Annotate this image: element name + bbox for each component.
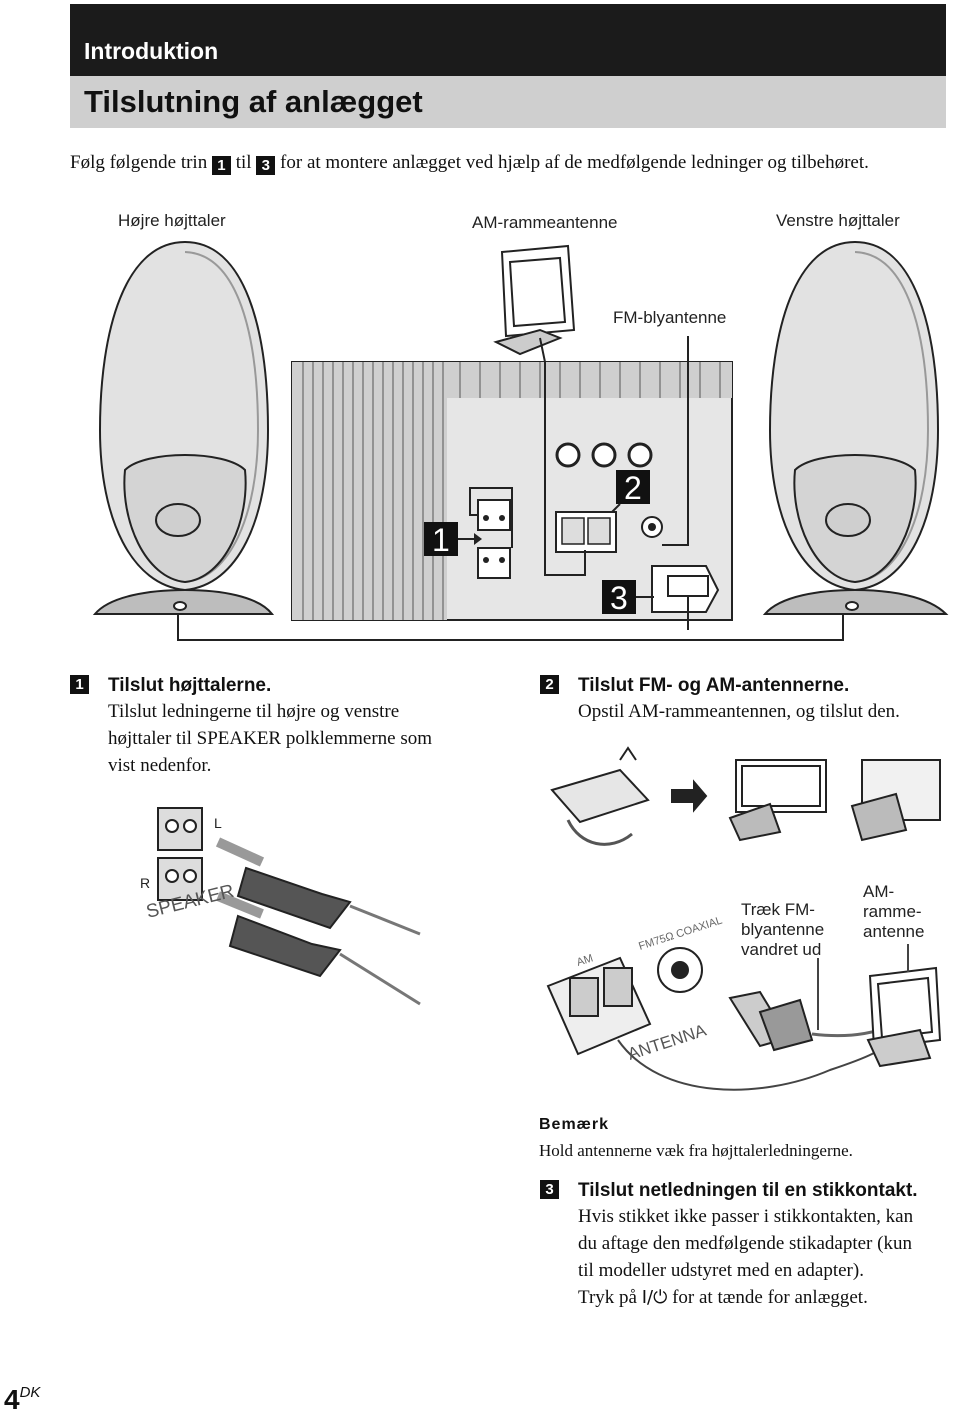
intro-paragraph: Følg følgende trin 1 til 3 for at monter… (70, 150, 930, 175)
step-3-last-post: for at tænde for anlægget. (672, 1287, 868, 1308)
fm-instruction: Træk FM- blyantenne vandret ud (741, 900, 824, 960)
step-3-line-4: Tryk på I/⏻ for at tænde for anlægget. (578, 1284, 958, 1311)
svg-text:3: 3 (610, 580, 628, 616)
step-1-line-1: Tilslut ledningerne til højre og venstre (108, 701, 400, 722)
step-1-line-3: vist nedenfor. (108, 755, 212, 776)
label-left-speaker: Venstre højttaler (776, 211, 900, 230)
step-1-line-2: højttaler til SPEAKER polklemmerne som (108, 728, 433, 749)
step-3-last-pre: Tryk på (578, 1287, 637, 1308)
step-3-title: Tilslut netledningen til en stikkontakt. (578, 1180, 918, 1201)
speaker-cable (177, 614, 844, 641)
step-2-number: 2 (540, 675, 559, 694)
am-instruction-line-1: AM- (863, 882, 895, 901)
step-3-number: 3 (540, 1180, 559, 1199)
label-right-speaker: Højre højttaler (118, 211, 226, 230)
intro-step-from: 1 (211, 156, 231, 175)
speaker-label: SPEAKER (144, 881, 236, 923)
page-language-suffix: DK (19, 1384, 41, 1401)
am-instruction-line-2: ramme- (863, 902, 922, 921)
callout-2: 2 (611, 470, 650, 513)
page-number-value: 4 (4, 1384, 20, 1415)
right-speaker-illustration (92, 240, 275, 615)
page-number: 4DK (4, 1384, 40, 1416)
svg-text:2: 2 (624, 470, 642, 506)
left-speaker-illustration (762, 240, 949, 615)
main-unit-back (291, 361, 733, 621)
step-3-line-2: du aftage den medfølgende stikadapter (k… (578, 1233, 912, 1254)
speaker-terminal-detail: L R (140, 807, 421, 1006)
svg-text:R: R (140, 875, 150, 891)
step-2: 2 Tilslut FM- og AM-antennerne. Opstil A… (540, 674, 958, 725)
step-2-line-1: Opstil AM-rammeantennen, og tilslut den. (578, 701, 900, 722)
callout-1: 1 (424, 522, 482, 558)
step-1-title: Tilslut højttalerne. (108, 675, 272, 696)
power-icon: I/⏻ (641, 1287, 668, 1308)
antenna-terminal-detail (546, 944, 942, 1091)
step-3: 3 Tilslut netledningen til en stikkontak… (540, 1179, 958, 1311)
step-3-line-3: til modeller udstyret med en adapter). (578, 1260, 864, 1281)
am-antenna-setup (550, 746, 941, 846)
fm-instruction-line-3: vandret ud (741, 940, 822, 959)
am-instruction-line-3: antenne (863, 922, 925, 941)
am-jack-label: AM (575, 952, 594, 969)
page-title: Tilslutning af anlægget (84, 84, 423, 119)
title-bar: Tilslutning af anlægget (70, 76, 946, 128)
fm-jack-label: FM75Ω COAXIAL (637, 915, 724, 953)
intro-text-2: til (235, 152, 252, 173)
label-fm-antenna: FM-blyantenne (613, 308, 727, 327)
step-1-number: 1 (70, 675, 89, 694)
speaker-wire-terminal (469, 487, 513, 548)
label-am-antenna: AM-rammeantenne (472, 213, 618, 232)
intro-text-3: for at montere anlægget ved hjælp af de … (280, 152, 869, 173)
section-header-bar: Introduktion (70, 4, 946, 76)
intro-text-1: Følg følgende trin (70, 152, 208, 173)
fm-wire (662, 336, 689, 546)
intro-step-to: 3 (256, 156, 276, 175)
section-label: Introduktion (84, 38, 219, 64)
callout-3: 3 (602, 580, 654, 616)
am-loop-antenna (493, 244, 586, 576)
svg-text:1: 1 (432, 522, 450, 558)
step-3-line-1: Hvis stikket ikke passer i stikkontakten… (578, 1206, 914, 1227)
svg-text:L: L (214, 815, 222, 831)
fm-instruction-line-2: blyantenne (741, 920, 825, 939)
fm-instruction-line-1: Træk FM- (741, 900, 815, 919)
note-title: Bemærk (539, 1116, 610, 1133)
am-instruction: AM- ramme- antenne (863, 882, 924, 942)
power-plug (667, 575, 709, 630)
step-2-title: Tilslut FM- og AM-antennerne. (578, 675, 850, 696)
step-1: 1 Tilslut højttalerne. Tilslut ledninger… (70, 674, 508, 779)
note-body: Hold antennerne væk fra højttalerledning… (539, 1141, 853, 1160)
antenna-label: ANTENNA (625, 1020, 709, 1063)
